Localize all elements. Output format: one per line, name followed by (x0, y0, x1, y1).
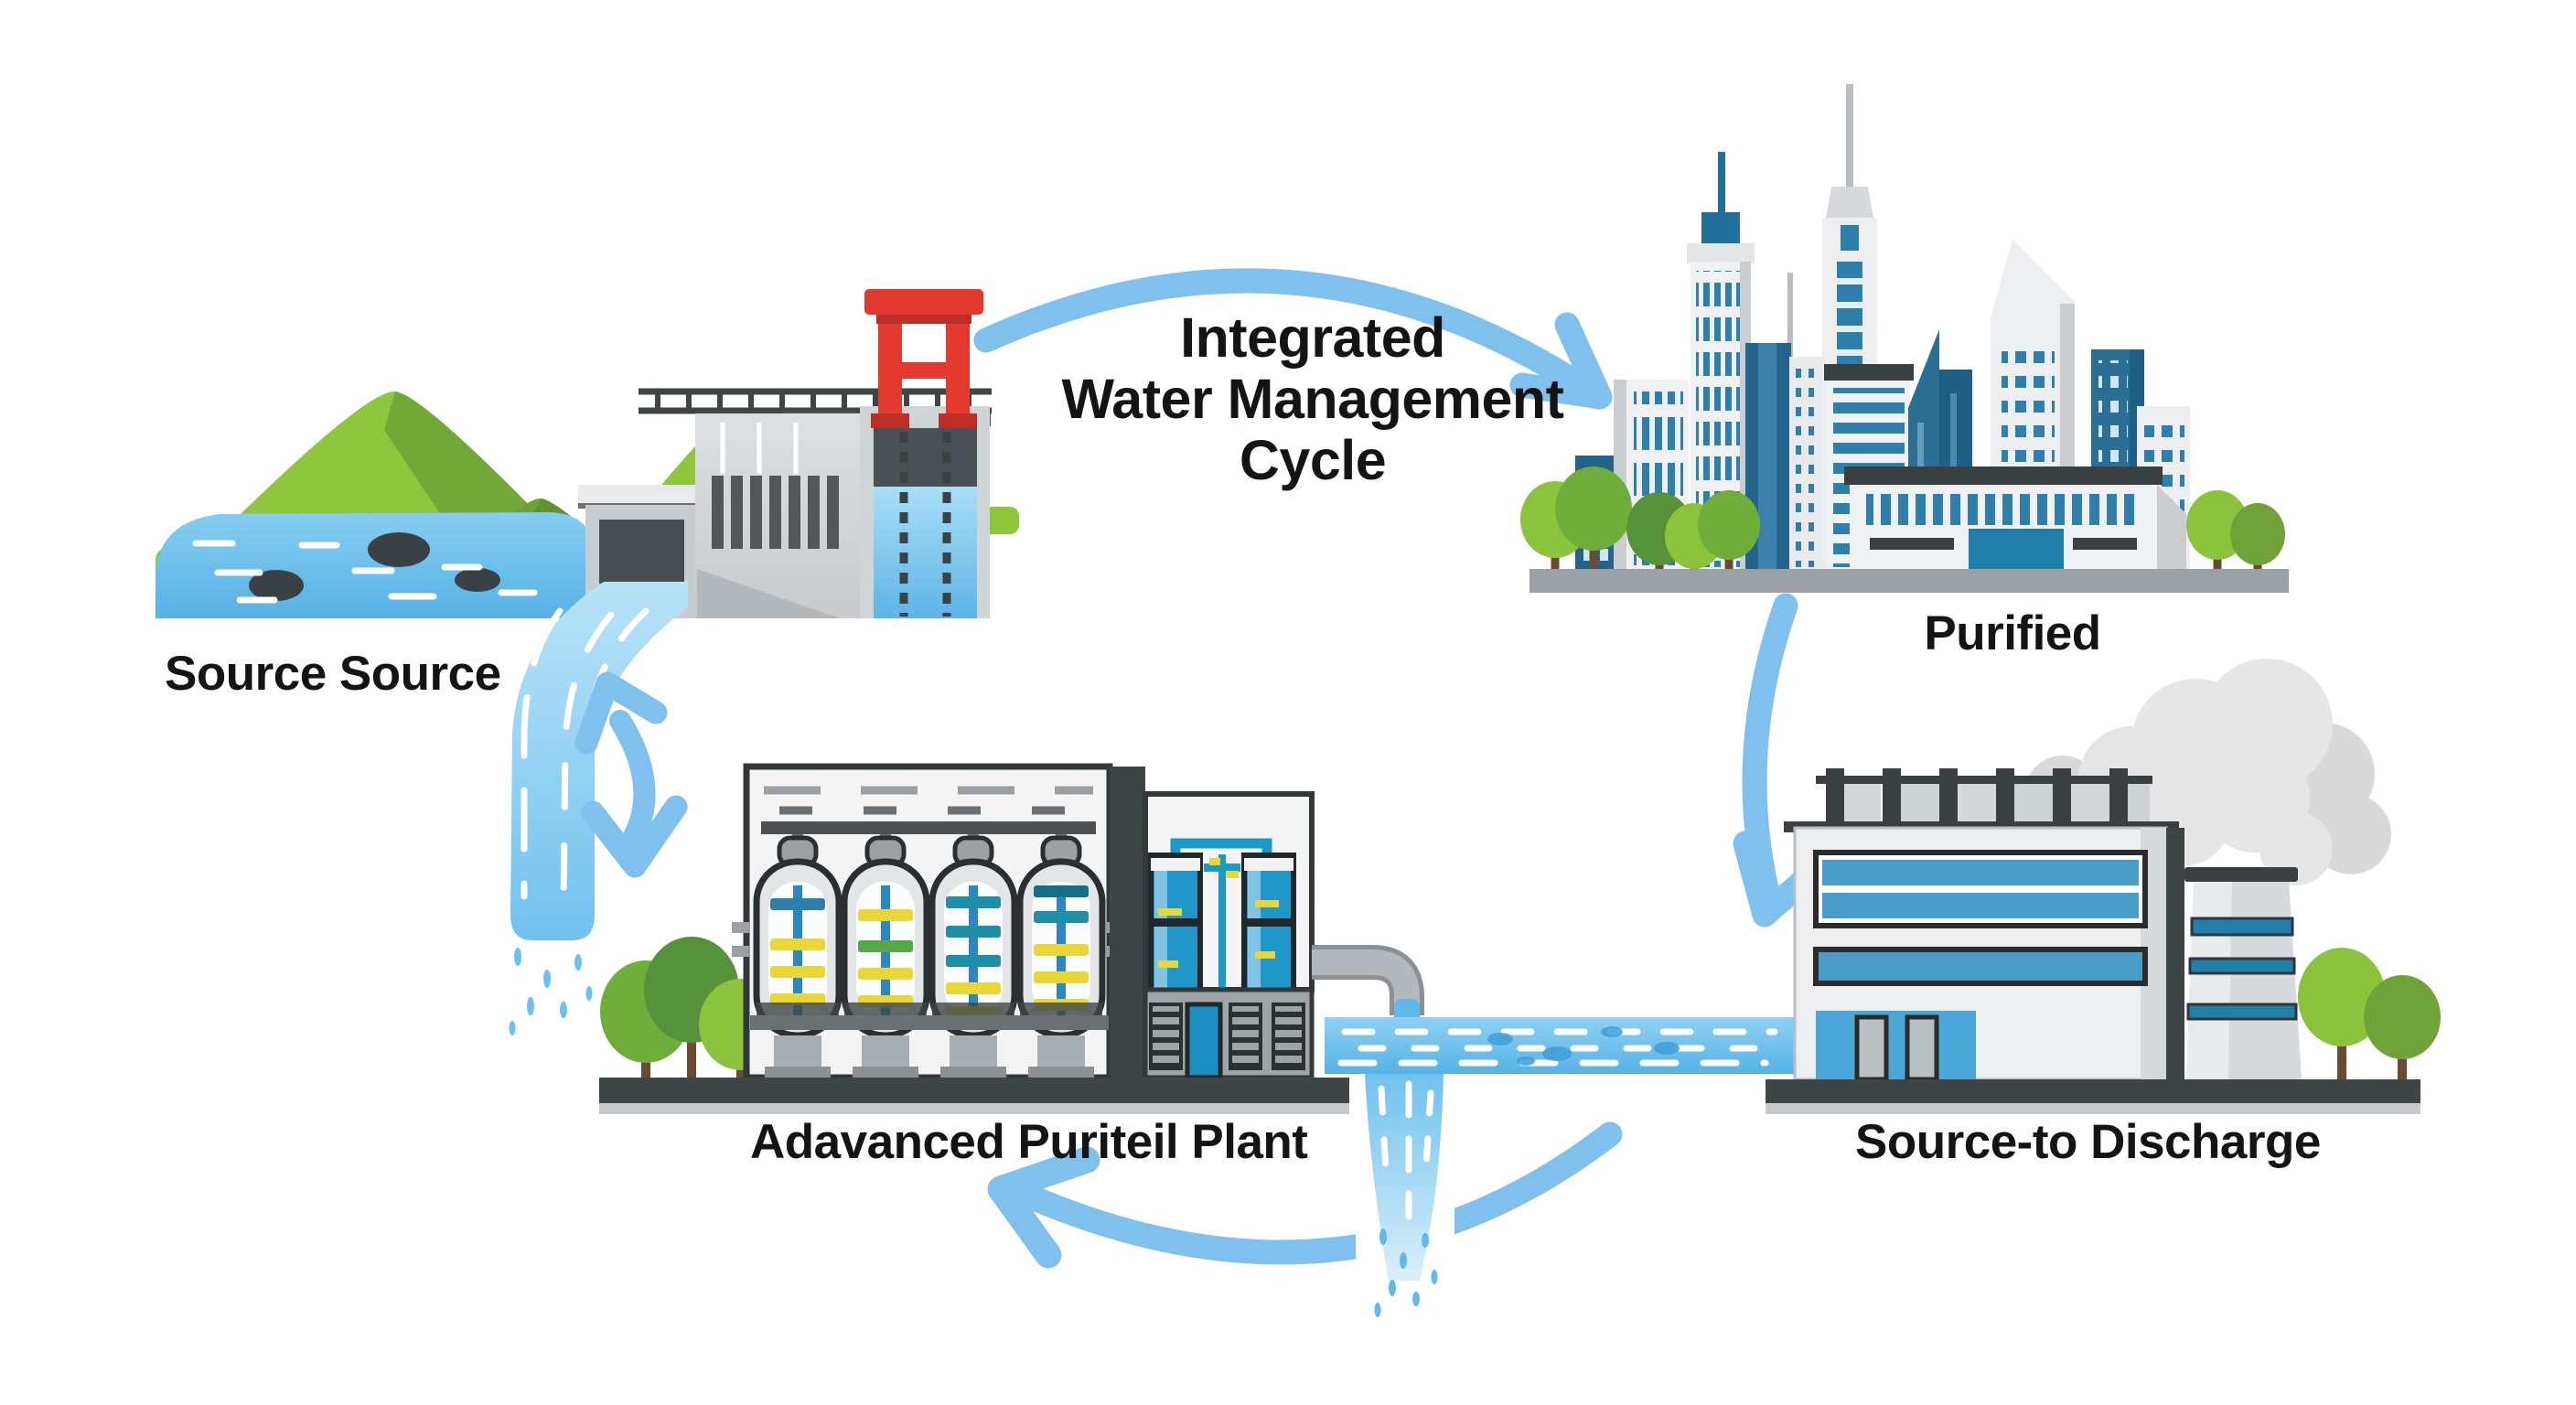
dam-gate-tracks (899, 432, 951, 617)
treatment-tanks-icon (750, 834, 1109, 1078)
arrowhead (1509, 312, 1613, 410)
waterfall-icon (509, 582, 688, 1035)
factory-smokestack-icon (1766, 659, 2441, 1114)
channel-ripples (1337, 1028, 1778, 1067)
tank (1014, 834, 1109, 1078)
factory-building (1784, 821, 2184, 1082)
arrow-factory-to-plant (987, 1121, 1623, 1269)
plant-divider-wall (1110, 767, 1145, 1078)
mountain-lake-dam-icon (156, 289, 1019, 1035)
waterfall-droplets (1374, 1228, 1438, 1317)
city-skyline-icon (1520, 84, 2289, 593)
plant-trees-icon (600, 937, 783, 1079)
waterfall-streaks (1378, 1080, 1434, 1220)
water-treatment-plant-icon (599, 763, 1798, 1323)
arrowhead-down (581, 795, 688, 878)
factory-entrance (1816, 1011, 1976, 1079)
factory-door (1854, 1014, 1889, 1082)
plant-roof-dashes (764, 786, 1093, 815)
annex-glass-column (1148, 853, 1203, 995)
arrowhead (987, 1146, 1100, 1269)
arrowhead-up (574, 671, 668, 755)
node-label-plant: Adavanced Puriteil Plant (750, 1115, 1308, 1169)
waterfall-droplets (509, 948, 593, 1035)
node-label-source: Source Source (165, 647, 501, 701)
factory-door (1905, 1014, 1939, 1082)
tank (750, 834, 845, 1078)
tank (926, 834, 1021, 1078)
lake-rocks-icon (249, 532, 500, 601)
factory-window-strip (1813, 947, 2148, 986)
node-label-city: Purified (1924, 606, 2101, 660)
annex-vents (1149, 1003, 1305, 1070)
discharge-channel-icon (1312, 945, 1798, 1074)
smokestack (2184, 867, 2302, 1079)
annex-door (1185, 1002, 1223, 1080)
plant-annex-icon (1143, 791, 1315, 1080)
dam-wall-lines (720, 423, 799, 474)
factory-trees-icon (2298, 948, 2441, 1079)
title-line-3: Cycle (1239, 429, 1387, 492)
factory-ground (1766, 1079, 2420, 1103)
smoke-clouds-icon (2024, 659, 2391, 885)
channel-waterfall-icon (1356, 1074, 1454, 1323)
city-antenna-mast (1787, 273, 1793, 361)
node-label-factory: Source-to Discharge (1855, 1115, 2321, 1169)
plant-ground (599, 1078, 1349, 1103)
city-trees-foliage (1520, 467, 2285, 569)
lake-icon (156, 512, 593, 618)
arrow-source-to-city (973, 268, 1613, 410)
lake-ripples (192, 540, 538, 604)
factory-roof-vents (1816, 768, 2152, 829)
plant-conveyor (761, 821, 1096, 834)
city-building-front (1844, 467, 2186, 576)
dam-outlet (599, 520, 684, 584)
channel-debris (1487, 1026, 1680, 1066)
title-line-1: Integrated (1180, 306, 1445, 369)
dam-icon (578, 289, 992, 618)
dam-crane-icon (864, 289, 983, 428)
city-ground (1530, 569, 2289, 593)
title-line-2: Water Management (1061, 368, 1564, 431)
diagram-title: Integrated Water Management Cycle (997, 306, 1628, 492)
dam-intake-grille (712, 476, 839, 549)
annex-glass-column (1241, 853, 1296, 995)
waterfall-streaks (521, 607, 649, 914)
dam-gate-water (874, 487, 977, 618)
arrow-source-plant-bidirectional (574, 671, 688, 878)
tank (838, 834, 933, 1078)
